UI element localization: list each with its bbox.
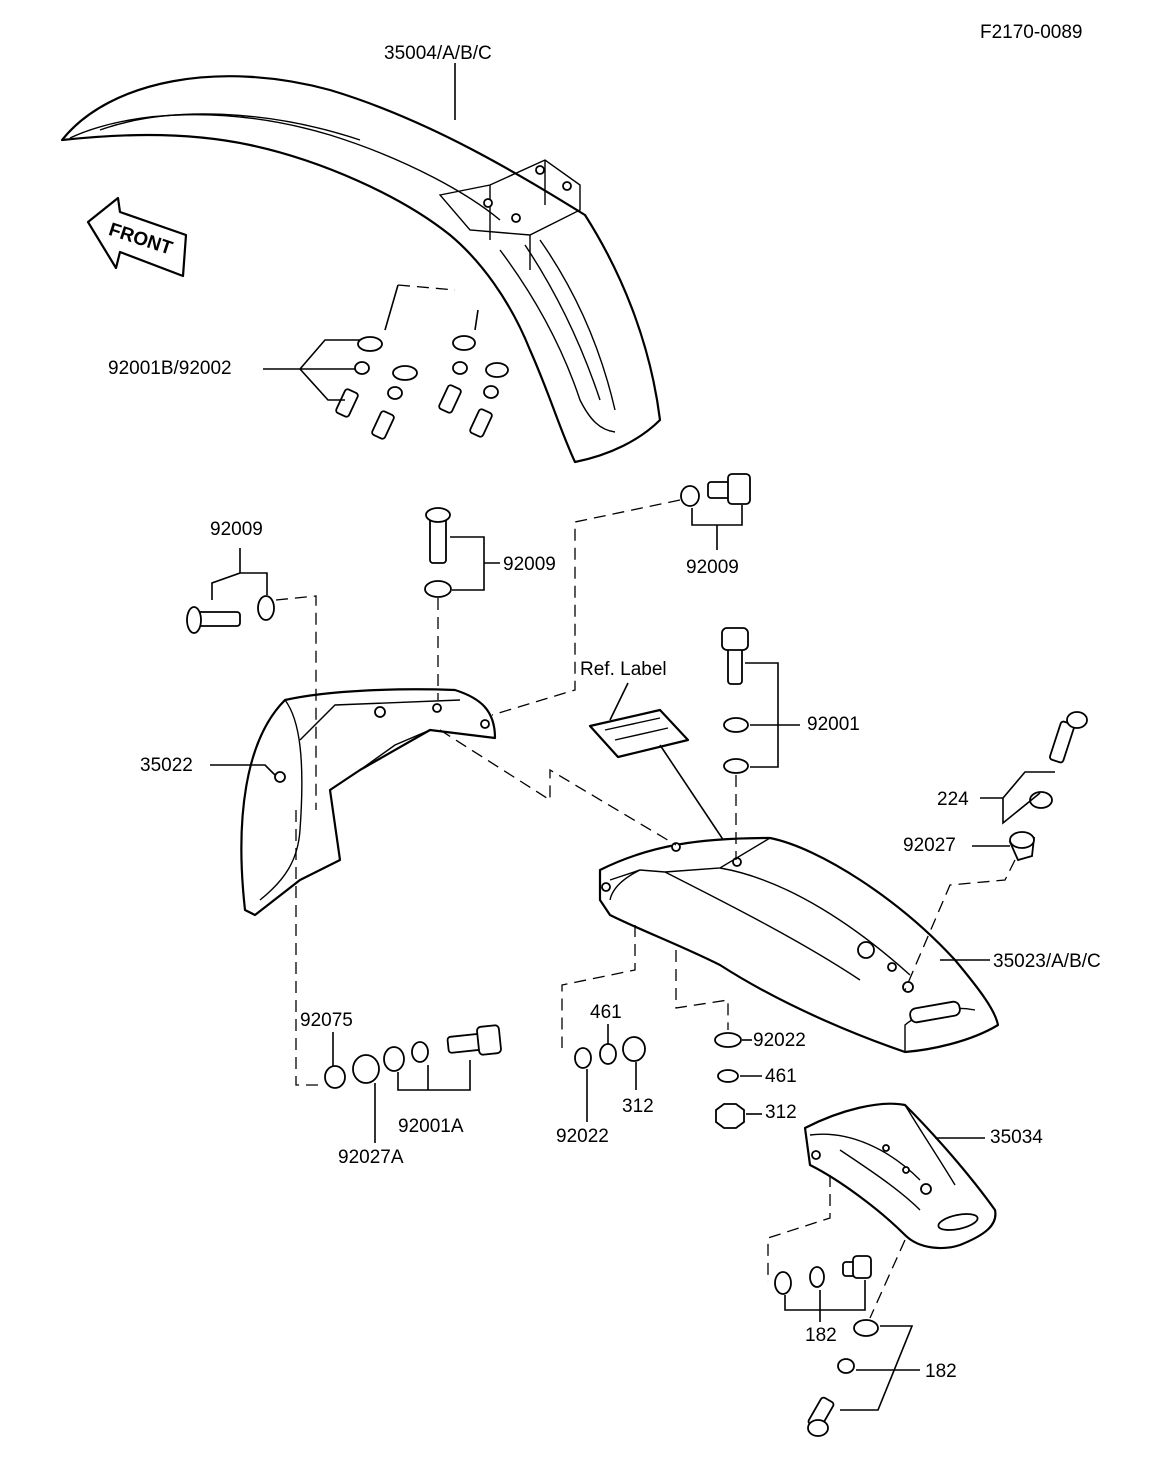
label-flap-bolt-right: 92009 bbox=[686, 557, 739, 578]
ref-label bbox=[588, 708, 690, 759]
label-flap-bolt-center: 92009 bbox=[503, 554, 556, 575]
label-collar-left: 92075 bbox=[300, 1010, 353, 1031]
flap-hardware-set bbox=[324, 1024, 502, 1089]
flap-screw-lower-set bbox=[807, 1319, 879, 1437]
front-fender bbox=[60, 75, 662, 464]
fender-bolt-set bbox=[335, 284, 509, 440]
flap-bolt-left bbox=[186, 595, 275, 634]
label-nut-center: 312 bbox=[622, 1096, 654, 1117]
label-lock-center: 461 bbox=[590, 1002, 622, 1023]
flap-bolt-right bbox=[680, 473, 751, 507]
label-washer-right: 92022 bbox=[753, 1030, 806, 1051]
center-nut-set bbox=[574, 1036, 646, 1069]
label-fender-bolts: 92001B/92002 bbox=[108, 358, 232, 379]
label-flap-collar: 92027A bbox=[338, 1147, 404, 1168]
front-flap bbox=[240, 688, 497, 917]
label-nut-right: 312 bbox=[765, 1102, 797, 1123]
label-washer-center: 92022 bbox=[556, 1126, 609, 1147]
rear-flap bbox=[803, 1102, 997, 1250]
flap-bolt-center bbox=[424, 507, 452, 598]
label-flap-hardware: 92001A bbox=[398, 1116, 464, 1137]
label-flap-screw-lower: 182 bbox=[925, 1361, 957, 1382]
figure-code: F2170-0089 bbox=[980, 22, 1082, 43]
label-flap-bolt-left: 92009 bbox=[210, 519, 263, 540]
label-tail-bolt: 224 bbox=[937, 789, 969, 810]
label-ref-label: Ref. Label bbox=[580, 659, 667, 680]
right-nut-set bbox=[714, 1032, 745, 1129]
front-arrow: FRONT bbox=[86, 196, 188, 278]
label-front-flap: 35022 bbox=[140, 755, 193, 776]
tail-bolt-set bbox=[1008, 711, 1088, 862]
label-rear-fender-bolt: 92001 bbox=[807, 714, 860, 735]
flap-screw-upper-set bbox=[774, 1255, 872, 1295]
label-rear-flap: 35034 bbox=[990, 1127, 1043, 1148]
label-flap-screw-upper: 182 bbox=[805, 1325, 837, 1346]
label-front-fender: 35004/A/B/C bbox=[384, 43, 492, 64]
label-rear-fender: 35023/A/B/C bbox=[993, 951, 1101, 972]
label-tail-collar: 92027 bbox=[903, 835, 956, 856]
label-lock-right: 461 bbox=[765, 1066, 797, 1087]
rear-fender bbox=[598, 836, 1000, 1054]
rear-fender-bolt bbox=[721, 627, 749, 774]
